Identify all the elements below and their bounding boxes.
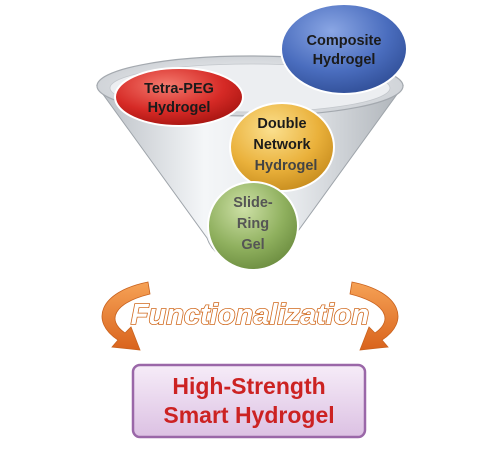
result-line2: Smart Hydrogel	[163, 402, 334, 428]
bubble-slide-ring-line2: Ring	[237, 216, 269, 232]
bubble-double-network-line3: Hydrogel	[255, 158, 318, 174]
bubble-tetra-peg-hydrogel: Tetra-PEG Hydrogel	[114, 67, 244, 127]
result-line1: High-Strength	[172, 373, 325, 399]
result-box-shape	[131, 363, 367, 439]
bubble-composite-line1: Composite	[307, 33, 382, 49]
bubble-composite-line2: Hydrogel	[313, 52, 376, 68]
bubble-double-network-hydrogel: Double Network Hydrogel	[229, 102, 335, 192]
functionalization-label: Functionalization	[131, 299, 369, 331]
right-curved-arrow	[349, 281, 399, 351]
bubble-tetra-peg-line1: Tetra-PEG	[144, 81, 214, 97]
bubble-double-network-line1: Double	[257, 116, 306, 132]
bubble-slide-ring-line1: Slide-	[233, 195, 273, 211]
result-box: High-Strength Smart Hydrogel	[131, 363, 367, 439]
bubble-double-network-shape	[229, 102, 335, 192]
bubble-double-network-line2: Network	[253, 137, 311, 153]
left-curved-arrow	[101, 281, 151, 351]
bubble-tetra-peg-line2: Hydrogel	[148, 100, 211, 116]
left-curved-arrow-body	[101, 281, 151, 351]
bubble-slide-ring-shape	[207, 181, 299, 271]
bubble-slide-ring-gel: Slide- Ring Gel	[207, 181, 299, 271]
right-curved-arrow-body	[349, 281, 399, 351]
bubble-tetra-peg-shape	[114, 67, 244, 127]
bubble-composite-shape	[280, 3, 408, 95]
bubble-composite-hydrogel: Composite Hydrogel	[280, 3, 408, 95]
bubble-slide-ring-line3: Gel	[241, 237, 264, 253]
